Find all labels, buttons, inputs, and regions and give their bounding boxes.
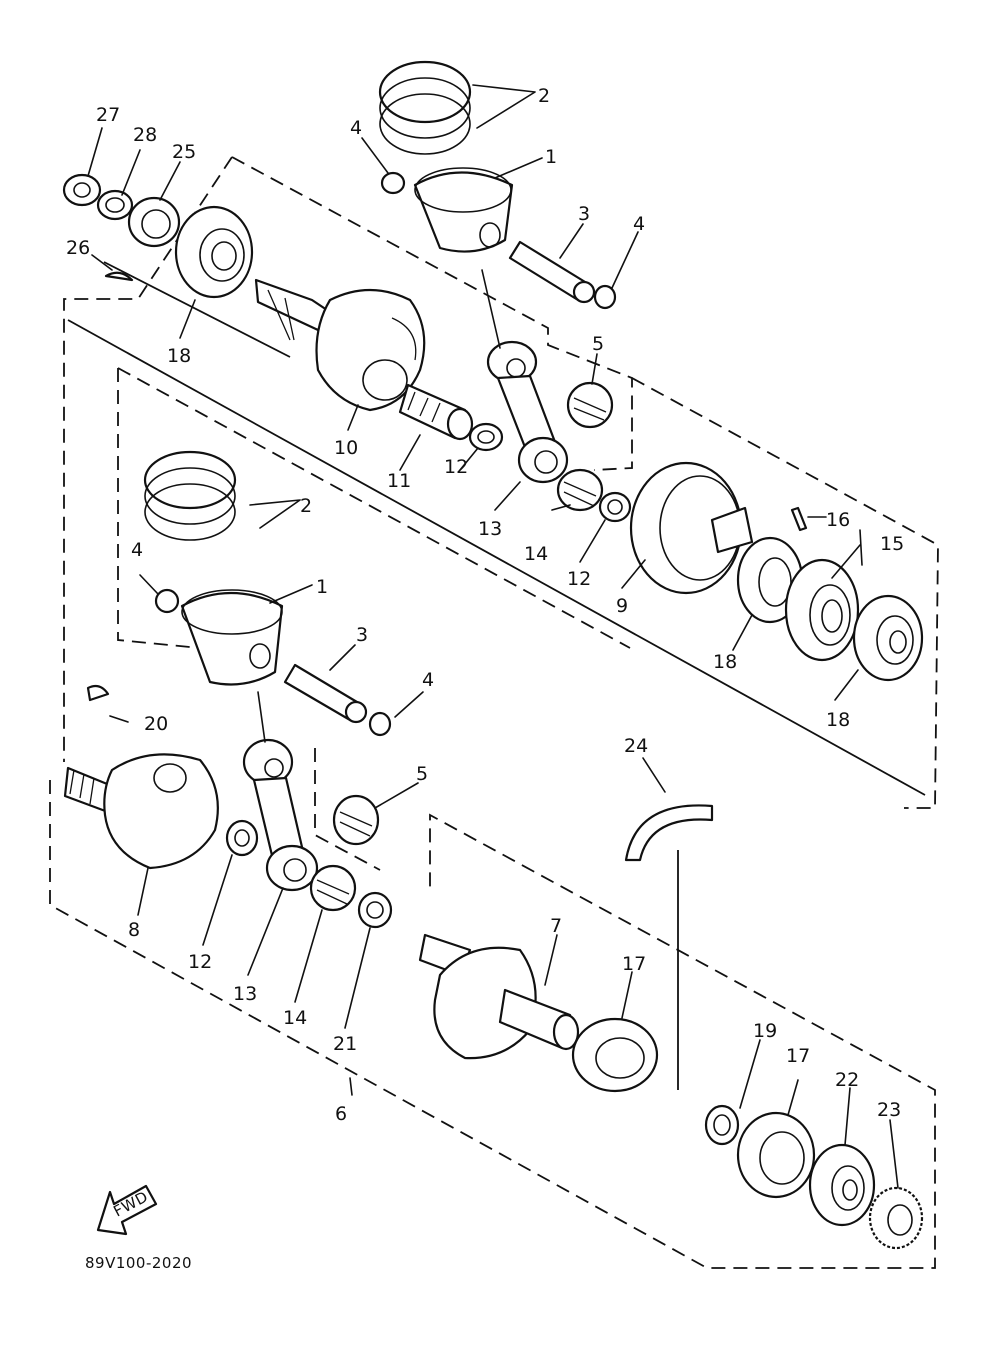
callout-8: 8 — [128, 919, 140, 941]
crank-pin-part-11 — [398, 383, 474, 441]
callout-26: 26 — [66, 237, 90, 259]
key-part-26 — [104, 271, 134, 282]
callout-18-middle: 18 — [713, 651, 737, 673]
washer-part-21 — [357, 891, 393, 929]
right-dashed-outline — [631, 377, 939, 809]
callout-15: 15 — [880, 533, 904, 555]
callout-17-upper: 17 — [622, 953, 646, 975]
forward-arrow-icon: FWD — [96, 1184, 158, 1236]
circlip-part-4-lower-b — [368, 711, 392, 737]
callout-7: 7 — [550, 915, 562, 937]
callout-10: 10 — [334, 437, 358, 459]
needle-bearing-part-5-lower — [332, 794, 380, 846]
upper-crank-dashed-outline — [231, 156, 633, 471]
callout-14-upper: 14 — [524, 543, 548, 565]
main-solid-boundary — [67, 319, 926, 796]
circlip-part-4-upper-b — [593, 284, 617, 310]
bearing-part-17-upper — [571, 1017, 659, 1093]
callout-4-lower-b: 4 — [422, 669, 434, 691]
callout-11: 11 — [387, 470, 411, 492]
lower-crank-dashed-outline — [49, 780, 936, 1269]
piston-rings-part-2-lower — [143, 450, 237, 541]
piston-pin-part-3-upper — [508, 240, 596, 304]
bearing-part-17-lower — [736, 1111, 816, 1199]
washer-part-12-upper-b — [598, 491, 632, 523]
callout-27: 27 — [96, 104, 120, 126]
callout-4-upper-b: 4 — [633, 213, 645, 235]
callout-1-lower: 1 — [316, 576, 328, 598]
callout-3-upper: 3 — [578, 203, 590, 225]
connecting-rod-part-13-upper — [486, 340, 569, 484]
callout-18-upper: 18 — [167, 345, 191, 367]
callout-19: 19 — [753, 1020, 777, 1042]
washer-part-12-upper-a — [468, 422, 504, 452]
drawing-code: 89V100-2020 — [85, 1254, 192, 1272]
upper-left-dashed-outline — [63, 156, 233, 762]
callout-22: 22 — [835, 1069, 859, 1091]
callout-4-lower-a: 4 — [131, 539, 143, 561]
middle-dashed-outline — [117, 368, 201, 649]
gear-part-23 — [868, 1186, 924, 1250]
crank-half-part-8 — [63, 753, 219, 870]
bearing-part-18-right — [852, 594, 924, 682]
callout-5-lower: 5 — [416, 763, 428, 785]
callout-9: 9 — [616, 595, 628, 617]
needle-bearing-part-5-upper — [566, 381, 614, 429]
callout-21: 21 — [333, 1033, 357, 1055]
callout-6: 6 — [335, 1103, 347, 1125]
circlip-part-4-upper-a — [380, 171, 406, 195]
middle-diagonal-dashed — [117, 367, 631, 649]
callout-12-upper-b: 12 — [567, 568, 591, 590]
key-part-20 — [86, 684, 110, 702]
callout-12-upper-a: 12 — [444, 456, 468, 478]
crank-half-part-7 — [418, 933, 580, 1060]
crank-half-part-10 — [254, 278, 426, 412]
lower-rod-dashed-outline — [314, 748, 381, 871]
callout-12-lower: 12 — [188, 951, 212, 973]
seal-part-22 — [808, 1143, 876, 1227]
washer-part-19 — [704, 1104, 740, 1146]
callout-4-upper-a: 4 — [350, 117, 362, 139]
callout-2-lower: 2 — [300, 495, 312, 517]
washer-part-28 — [96, 189, 134, 221]
key-to-shaft-line — [103, 261, 291, 358]
callout-17-lower: 17 — [786, 1045, 810, 1067]
callout-5-upper: 5 — [592, 333, 604, 355]
piston-pin-part-3-lower — [283, 663, 368, 724]
bearing-part-15 — [784, 558, 860, 662]
nut-part-27 — [62, 173, 102, 207]
half-ring-part-24 — [624, 804, 714, 862]
leader-lines — [87, 84, 899, 1189]
callout-25: 25 — [172, 141, 196, 163]
bearing-part-18-upper — [174, 205, 254, 299]
callout-1-upper: 1 — [545, 146, 557, 168]
callout-24: 24 — [624, 735, 648, 757]
oil-seal-part-25 — [127, 196, 181, 248]
callout-3-lower: 3 — [356, 624, 368, 646]
circlip-part-4-lower-a — [154, 588, 180, 614]
crank-half-part-9 — [629, 461, 754, 595]
callout-14-lower: 14 — [283, 1007, 307, 1029]
callout-16: 16 — [826, 509, 850, 531]
callout-28: 28 — [133, 124, 157, 146]
piston-part-1-upper — [413, 167, 514, 253]
needle-bearing-part-14-upper — [556, 468, 604, 512]
washer-part-12-lower — [225, 819, 259, 857]
callout-2-upper: 2 — [538, 85, 550, 107]
callout-23: 23 — [877, 1099, 901, 1121]
callout-13-upper: 13 — [478, 518, 502, 540]
callout-labels: 27 28 25 26 18 2 4 1 3 4 5 10 11 12 13 1… — [66, 85, 904, 1125]
piston-part-1-lower — [180, 589, 284, 686]
needle-bearing-part-14-lower — [309, 864, 357, 912]
connecting-rod-part-13-lower — [242, 738, 319, 892]
callout-20: 20 — [144, 713, 168, 735]
callout-13-lower: 13 — [233, 983, 257, 1005]
assembly-outlines — [49, 156, 939, 1269]
pin-part-16 — [790, 506, 808, 532]
piston-rings-part-2-upper — [378, 60, 472, 155]
callout-18-right: 18 — [826, 709, 850, 731]
